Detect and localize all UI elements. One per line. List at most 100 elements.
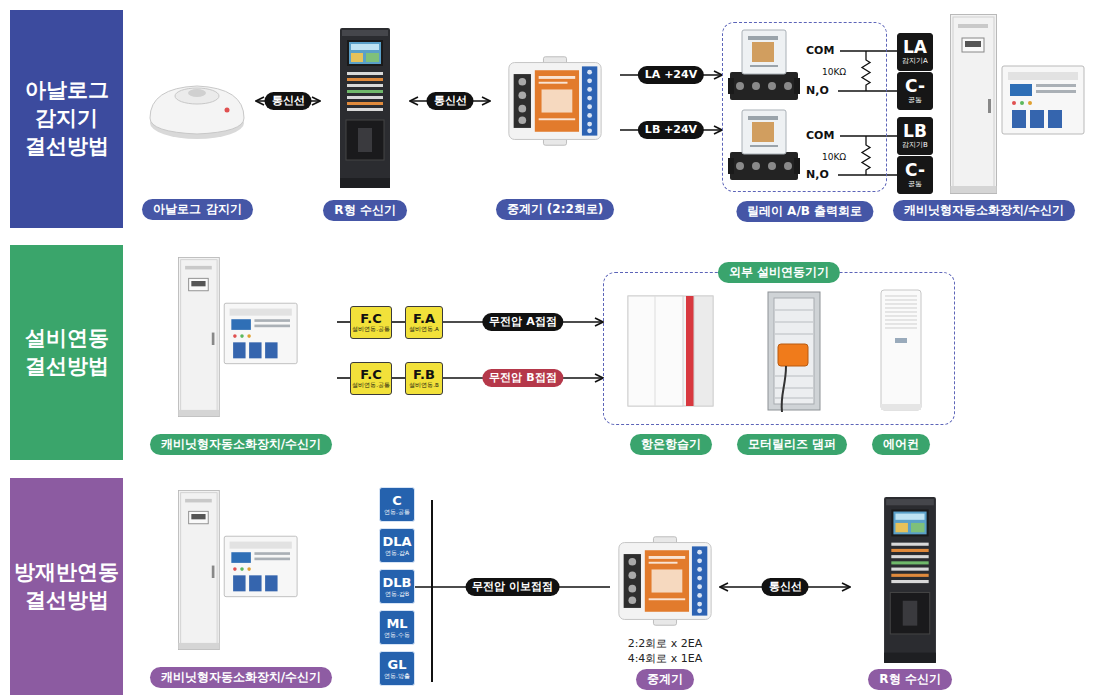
terminal-sublabel: 공통 <box>908 96 922 104</box>
damper-actuator <box>778 344 808 366</box>
terminal-box: DLA연동.감A <box>379 528 415 563</box>
section-title: 아날로그 감지기 결선방법 <box>10 77 123 160</box>
detector-body <box>150 86 244 134</box>
cabinet-illustration <box>951 15 1085 194</box>
terminal-label: F.C <box>360 312 381 326</box>
terminal-bus-bar <box>431 500 433 682</box>
terminal-sublabel: 연동.수동 <box>384 631 410 638</box>
section-label: 아날로그 감지기 결선방법 <box>10 10 123 228</box>
resistor-symbol <box>862 136 870 175</box>
detector-sensor <box>188 89 206 97</box>
terminal-label: LA <box>903 38 927 57</box>
device-group: 외부 설비연동기기항온항습기 모터릴리즈 댐퍼 에어컨 <box>603 262 955 457</box>
terminal-box: C-공통 <box>897 156 933 194</box>
group-title: 외부 설비연동기기 <box>718 262 840 283</box>
terminal-sublabel: 설비연동.공통 <box>352 382 390 389</box>
wire <box>838 174 897 175</box>
device-box: 에어컨 <box>861 292 941 455</box>
terminal-sublabel: 감지기A <box>902 57 928 65</box>
device-box: 캐비닛형자동소화장치/수신기 <box>145 488 337 688</box>
damper-louvers <box>775 310 813 398</box>
analog-detector <box>150 86 244 139</box>
terminal-label: DLA <box>382 535 411 549</box>
dashed-outline <box>603 272 955 425</box>
terminal-sublabel: 설비연동.공통 <box>352 326 390 333</box>
caption-pill: 캐비닛형자동소화장치/수신기 <box>150 434 332 455</box>
wire-label: N,O <box>806 84 829 97</box>
wire-label: COM <box>806 44 834 57</box>
edge-label: 무전압 A접점 <box>482 313 563 331</box>
terminal-sublabel: 설비연동.B <box>409 382 439 389</box>
device-box: 캐비닛형자동소화장치/수신기 <box>145 255 337 455</box>
detector-led <box>225 108 230 113</box>
caption-pill: 캐비닛형자동소화장치/수신기 <box>150 667 332 688</box>
section-label: 방재반연동 결선방법 <box>10 478 123 695</box>
resistor-symbol <box>862 51 870 91</box>
terminal-box: GL연동.방출 <box>379 651 415 686</box>
relay-module-illustration <box>509 57 601 145</box>
connector-line <box>337 321 350 323</box>
relay-illustration <box>728 110 800 180</box>
terminal-box: F.A설비연동.A <box>405 306 443 339</box>
damper-inner <box>774 298 814 404</box>
air-conditioner-illustration <box>881 290 921 410</box>
damper-illustration <box>768 292 820 412</box>
relay-module-illustration <box>619 537 711 625</box>
terminal-label: ML <box>386 617 407 631</box>
terminal-box: F.B설비연동.B <box>405 362 443 395</box>
unit-door <box>628 296 683 406</box>
device-box: 2:2회로 x 2EA 4:4회로 x 1EA 중계기 <box>610 530 720 690</box>
connector-line <box>392 321 405 323</box>
terminal-sublabel: 연동.공통 <box>384 508 410 515</box>
aircon-display <box>895 338 907 343</box>
relay-wiring <box>838 51 897 175</box>
terminal-label: C <box>392 494 402 508</box>
cabinet-illustration <box>178 257 297 416</box>
terminal-box: LB감지기B <box>897 117 933 155</box>
section-title: 방재반연동 결선방법 <box>10 559 123 614</box>
aircon-grille <box>885 296 917 328</box>
spec-text: 2:2회로 x 2EA 4:4회로 x 1EA <box>615 637 715 666</box>
terminal-box: LA감지기A <box>897 33 933 71</box>
edge-label: 통신선 <box>265 92 312 110</box>
terminal-sublabel: 설비연동.A <box>409 326 439 333</box>
terminal-sublabel: 연동.감B <box>385 590 409 597</box>
terminal-sublabel: 연동.방출 <box>384 672 410 679</box>
dashed-outline <box>722 22 887 192</box>
caption-pill: R형 수신기 <box>323 200 406 221</box>
caption-pill: 에어컨 <box>872 434 930 455</box>
edge-label: 통신선 <box>762 578 809 596</box>
terminal-label: C- <box>905 161 925 180</box>
terminal-box: F.C설비연동.공통 <box>350 362 392 395</box>
r-receiver-illustration <box>340 28 390 188</box>
caption-pill: 중계기 <box>636 669 694 690</box>
edge-label: 통신선 <box>427 92 474 110</box>
terminal-box: C-공통 <box>897 72 933 110</box>
wire-label: N,O <box>806 168 829 181</box>
connectors <box>256 75 850 587</box>
caption-pill: 캐비닛형자동소화장치/수신기 <box>893 200 1075 221</box>
terminal-label: F.B <box>413 368 435 382</box>
relay-group: 릴레이 A/B 출력회로 <box>722 22 887 222</box>
relay-illustration <box>728 30 800 100</box>
terminal-label: LB <box>903 122 927 141</box>
caption-pill: R형 수신기 <box>868 669 951 690</box>
wire <box>840 135 897 136</box>
unit-body <box>628 296 713 406</box>
connector-line <box>337 377 350 379</box>
aircon-body <box>881 290 921 410</box>
wire-label: 10KΩ <box>822 66 846 79</box>
terminal-box: C연동.공통 <box>379 487 415 522</box>
device-box: 항온항습기 <box>623 292 718 455</box>
section-label: 설비연동 결선방법 <box>10 245 123 460</box>
terminal-label: F.A <box>413 312 435 326</box>
wire-label: COM <box>806 129 834 142</box>
device-box: 아날로그 감지기 <box>139 60 256 220</box>
terminal-sublabel: 공통 <box>908 180 922 188</box>
unit-seam <box>655 296 656 406</box>
caption-pill: 모터릴리즈 댐퍼 <box>737 434 847 455</box>
caption-pill: 중계기 (2:2회로) <box>496 199 615 220</box>
wire-label: 10KΩ <box>822 151 846 164</box>
caption-pill: 항온항습기 <box>630 434 712 455</box>
